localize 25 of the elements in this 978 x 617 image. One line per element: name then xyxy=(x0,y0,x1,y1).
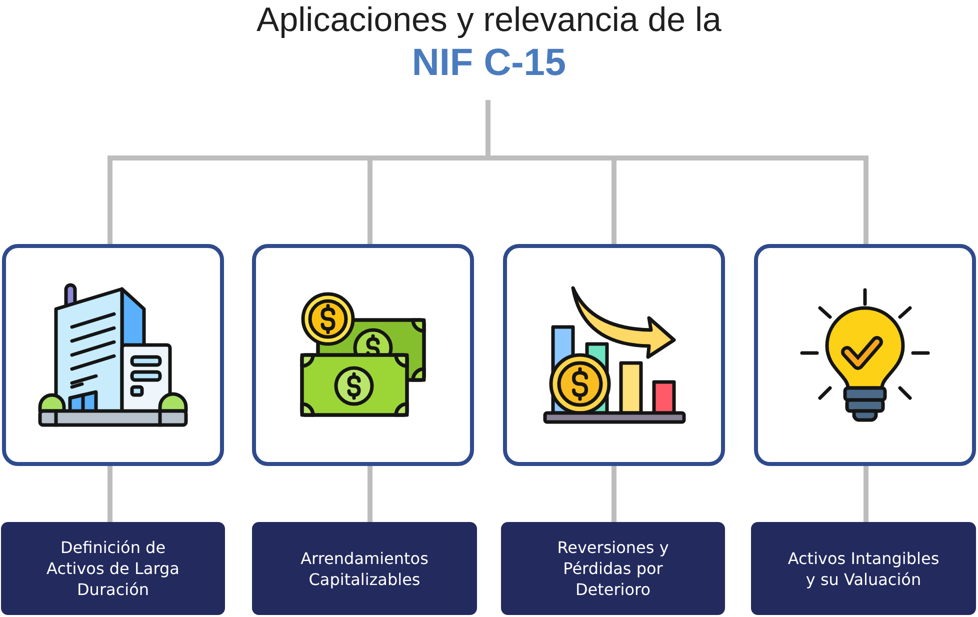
picture-card xyxy=(252,244,474,466)
connector-line xyxy=(612,466,616,522)
connector-line xyxy=(368,158,372,244)
heading-text: Aplicaciones y relevancia de la xyxy=(256,0,722,40)
heading-accent-text: NIF C-15 xyxy=(412,41,566,85)
picture-card xyxy=(2,244,224,466)
connector-line xyxy=(370,156,488,160)
connector-line xyxy=(488,156,614,160)
connector-line xyxy=(612,158,616,244)
connector-line xyxy=(108,156,370,244)
topic-card xyxy=(1,522,225,615)
topic-card xyxy=(252,522,477,615)
picture-card xyxy=(503,244,725,466)
connector-line xyxy=(614,156,868,244)
topic-text: Reversiones y Pérdidas por Deterioro xyxy=(556,537,670,600)
connector-line xyxy=(108,466,112,522)
topic-text: Definición de Activos de Larga Duración xyxy=(46,537,180,600)
topic-text: Activos Intangibles y su Valuación xyxy=(786,548,940,590)
topic-text: Arrendamientos Capitalizables xyxy=(300,548,430,590)
topic-card xyxy=(751,522,976,615)
topic-card xyxy=(501,522,725,615)
connector-line xyxy=(864,466,868,522)
connector-line xyxy=(368,466,372,522)
picture-card xyxy=(754,244,976,466)
connector-line xyxy=(486,100,490,158)
